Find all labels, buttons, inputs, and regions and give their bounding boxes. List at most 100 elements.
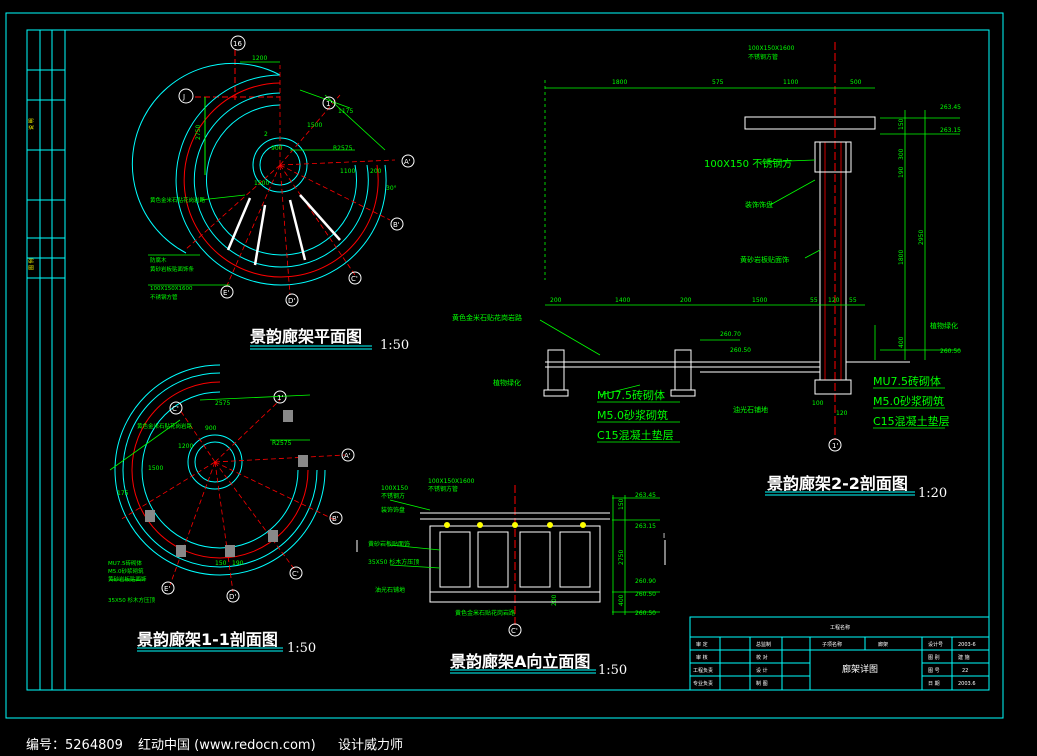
s22-dim-190: 190 — [898, 166, 905, 178]
s22-note-face: 黄砂岩板贴面饰 — [740, 255, 789, 264]
tb-project: 工程名称 — [830, 624, 850, 631]
tb-r1c6: 2003-6 — [958, 642, 976, 648]
s22-note-paving: 黄色金米石贴花岗岩路 — [452, 313, 522, 322]
plan-section-mark: 2 — [264, 131, 268, 138]
s22-note-green-r: 植物绿化 — [930, 321, 958, 330]
tb-r1c4: 廊架 — [878, 641, 888, 648]
s22-note-green-l: 植物绿化 — [493, 378, 521, 387]
elev-elev-26345: 263.45 — [635, 492, 656, 499]
plan-grid-b: B' — [393, 221, 400, 229]
plan-grid-j: J — [182, 93, 185, 101]
s11-dim-175: 175 — [117, 490, 129, 497]
s22-dim-1800: 1800 — [612, 79, 627, 86]
s22-dim-2950: 2950 — [918, 230, 925, 245]
plan-grid-16: 16 — [233, 40, 242, 48]
section22-title: 景韵廊架2-2剖面图 — [767, 474, 908, 493]
elev-dim-400: 400 — [618, 594, 625, 606]
plan-title: 景韵廊架平面图 — [250, 327, 363, 346]
s11-dim-190: 190 — [232, 560, 244, 567]
plan-view — [131, 35, 415, 307]
s22-dim-200b: 200 — [680, 297, 692, 304]
s22-dim-200a: 200 — [550, 297, 562, 304]
s22-note-m5: M5.0砂浆砌筑 — [597, 408, 668, 422]
tb-r1c1: 审 定 — [696, 641, 708, 648]
s11-dim-2575: 2575 — [215, 400, 230, 407]
tb-r2c3: 图 别 — [928, 654, 940, 661]
s11-mark-c2: C' — [292, 570, 299, 578]
plan-angle-30: 30° — [386, 185, 397, 192]
s22-elev-26345: 263.45 — [940, 104, 961, 111]
tb-r3c1: 工程负责 — [693, 667, 713, 674]
elev-note-paving: 黄色金米石贴花岗岩路 — [455, 609, 515, 617]
plan-note-wood-b: 黄砂岩板贴面饰条 — [150, 265, 195, 273]
s11-note-b2: M5.0砂浆砌筑 — [108, 567, 144, 575]
s22-elev-26050: 260.50 — [730, 347, 751, 354]
plan-grid-a: A' — [404, 158, 411, 166]
elev-note-wood: 35X50 杉木方压顶 — [368, 558, 419, 566]
elev-note-face: 黄砂岩板贴面饰 — [368, 540, 410, 548]
left-strip-text-a: 说 明 — [28, 118, 35, 130]
footer-designer: 设计威力师 — [338, 738, 404, 753]
elev-dim-150: 150 — [618, 498, 625, 510]
plan-scale: 1:50 — [380, 338, 410, 353]
s22-dim-1400: 1400 — [615, 297, 630, 304]
s22-top-beam1: 100X150X1600 — [748, 45, 795, 52]
plan-grid-d: D' — [288, 297, 295, 305]
s22-note-stone: 油光石铺地 — [733, 405, 768, 414]
s22-dim-150: 150 — [898, 118, 905, 130]
elevation-scale: 1:50 — [598, 663, 628, 678]
elev-dim-2750: 2750 — [618, 550, 625, 565]
s22-dim-120b: 120 — [836, 410, 848, 417]
outer-border — [5, 12, 1004, 719]
plan-dim-200: 200 — [370, 168, 382, 175]
title-block-grid — [689, 616, 990, 691]
plan-dim-1500: 1500 — [307, 122, 322, 129]
elev-dim-200: 200 — [551, 594, 558, 606]
s22-axis-1: 1' — [832, 442, 838, 450]
plan-note-paving: 黄色金米石贴花岗岩路 — [150, 196, 206, 204]
left-strip — [26, 29, 66, 691]
elevation-a-view — [356, 485, 666, 637]
s22-note-c15: C15混凝土垫层 — [597, 428, 674, 442]
tb-r2c1: 审 核 — [696, 654, 708, 661]
section11-scale: 1:50 — [287, 641, 317, 656]
s22-dim-55b: 55 — [849, 297, 857, 304]
s22-elev-26315: 263.15 — [940, 127, 961, 134]
elevation-title: 景韵廊架A向立面图 — [450, 652, 591, 671]
elev-elev-26050: 260.50 — [635, 591, 656, 598]
s22-elev-26050b: 260.50 — [940, 348, 961, 355]
elev-elev-26090: 260.90 — [635, 578, 656, 585]
section22-scale: 1:20 — [918, 486, 948, 501]
plan-dim-1200: 1200 — [252, 55, 267, 62]
plan-grid-1: 1' — [326, 100, 332, 108]
plan-dim-1175: 1175 — [338, 108, 353, 115]
s11-mark-b: B' — [332, 515, 339, 523]
elev-note-stone: 油光石铺地 — [375, 586, 405, 594]
plan-grid-e: E' — [223, 289, 229, 297]
s22-note-m5-r: M5.0砂浆砌筑 — [873, 394, 944, 408]
s22-dim-55a: 55 — [810, 297, 818, 304]
tb-r2c4: 建 施 — [958, 654, 970, 661]
elev-note-deco: 装饰饰盘 — [381, 506, 405, 514]
tb-r4c4: 2003.6 — [958, 681, 976, 687]
s22-note-c15-r: C15混凝土垫层 — [873, 414, 950, 428]
footer-bar: 编号：5264809 红动中国 (www.redocn.com) 设计威力师 — [0, 728, 1037, 756]
s11-mark-1: 1' — [277, 394, 283, 402]
plan-dim-900: 900 — [271, 145, 283, 152]
plan-dim-1500b: 1500 — [254, 180, 269, 187]
s22-dim-1800v: 1800 — [898, 250, 905, 265]
tb-r2c2: 校 对 — [756, 654, 768, 661]
s11-mark-a: A' — [344, 452, 351, 460]
tb-r1c3: 子项名称 — [822, 641, 842, 648]
plan-dim-r2575: R2575 — [333, 145, 353, 152]
s22-elev-26070: 260.70 — [720, 331, 741, 338]
plan-dim-2750: 2750 — [195, 125, 202, 140]
elev-note-beam1: 100X150X1600 — [428, 478, 475, 485]
footer-number: 编号：5264809 — [26, 738, 123, 753]
s22-dim-120: 120 — [828, 297, 840, 304]
elev-note-steel2: 不锈钢方 — [381, 492, 405, 500]
tb-r3c3: 图 号 — [928, 668, 940, 674]
s22-note-mu-r: MU7.5砖砌体 — [873, 374, 941, 388]
s11-mark-e: E' — [164, 585, 170, 593]
section-2-2-view — [539, 42, 960, 452]
